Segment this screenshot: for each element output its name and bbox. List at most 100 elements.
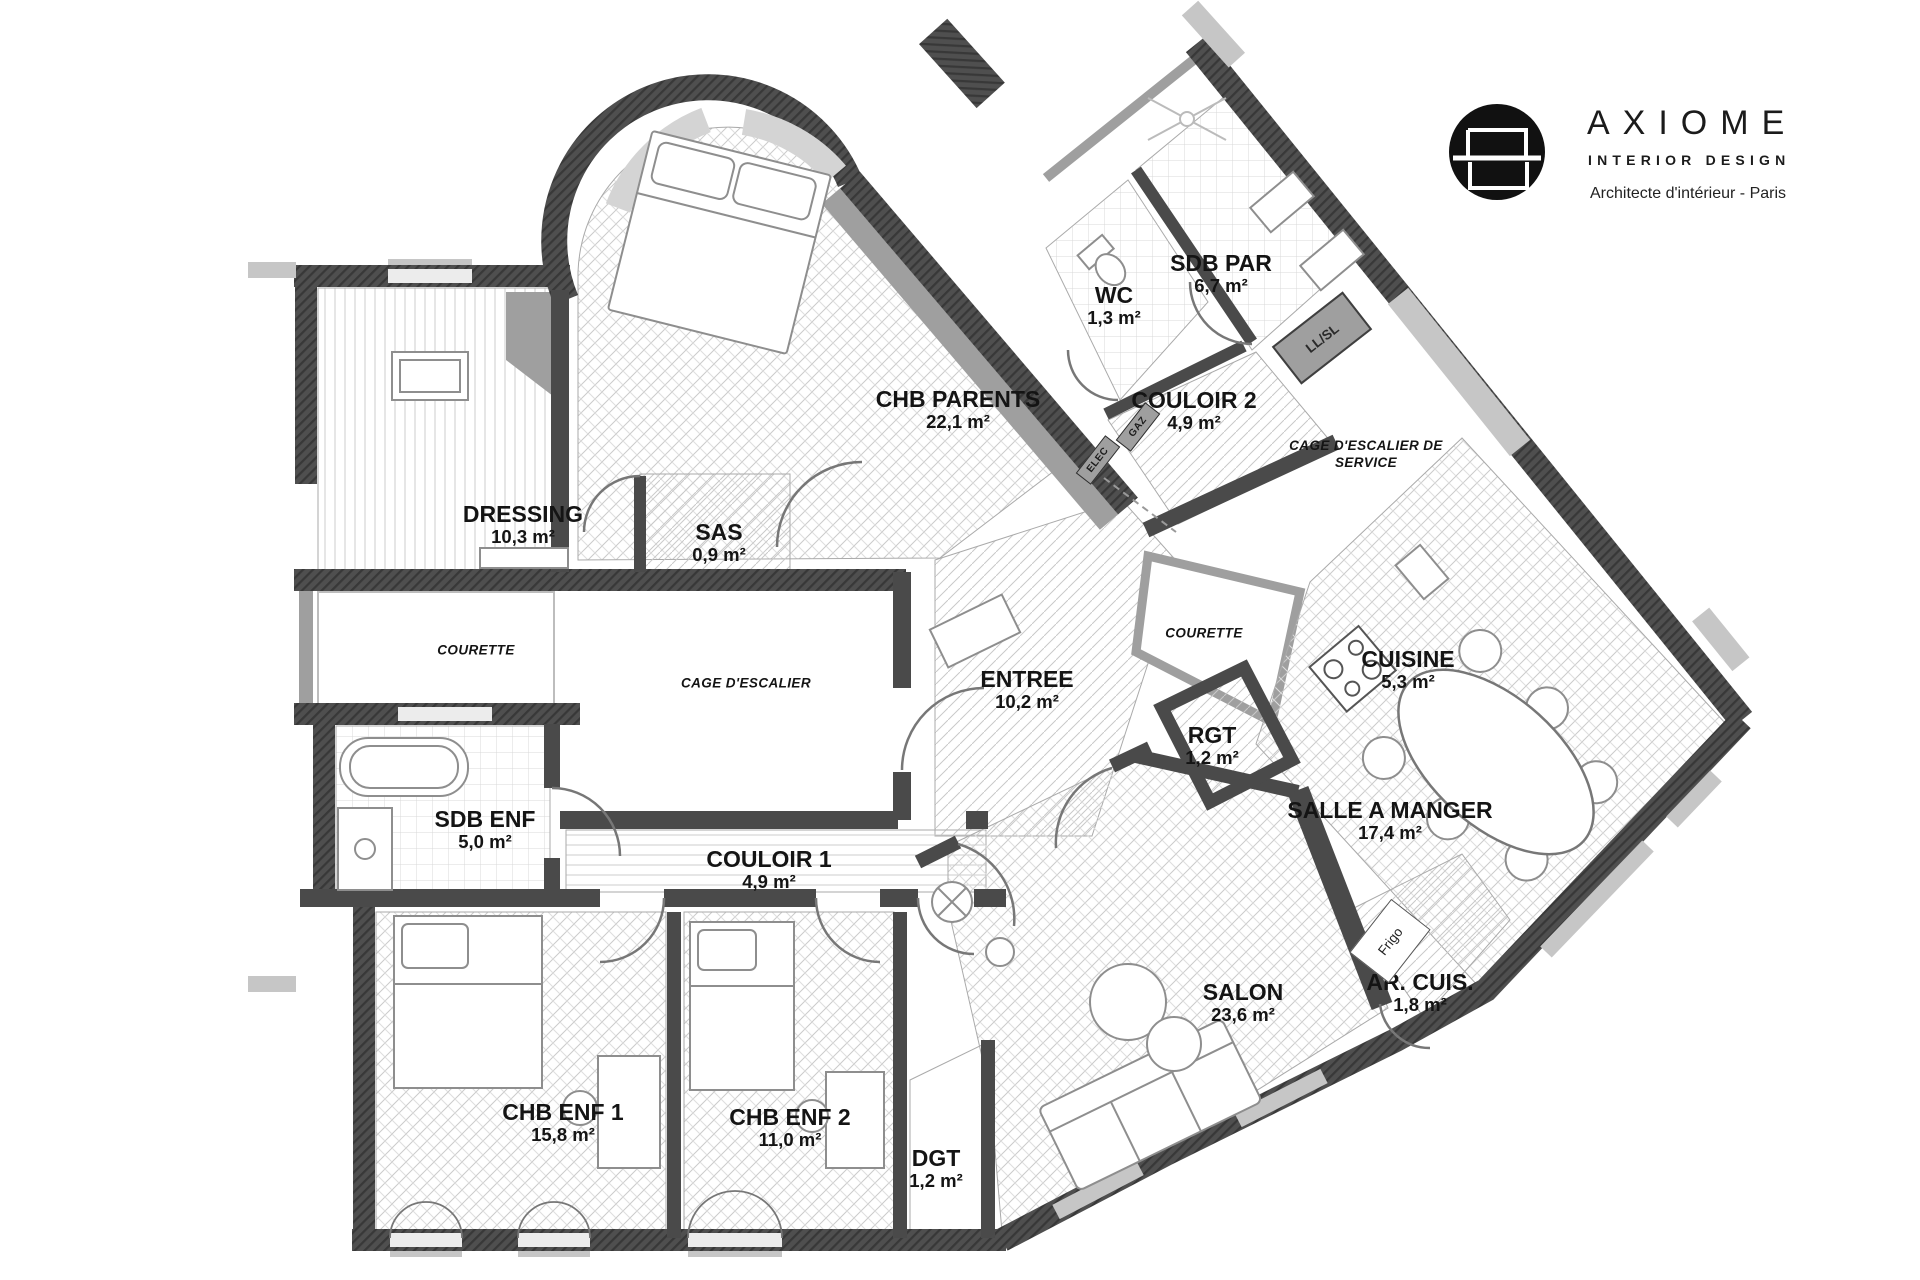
bed-chb-enf-2 <box>689 921 795 1091</box>
floors <box>317 91 1727 1233</box>
bed-parents <box>607 130 832 355</box>
sofa-salon <box>1039 1019 1262 1190</box>
door-arc-chb-parents <box>775 460 863 548</box>
door-arc-sdb-par <box>1188 281 1253 346</box>
door-arc-chb1 <box>599 897 666 964</box>
threshold-dashed <box>1103 477 1177 533</box>
room-name: DGT <box>911 1144 961 1171</box>
room-area: 1,2 m² <box>1185 746 1239 768</box>
brand-name: AXIOME <box>1587 104 1798 142</box>
rgt-walls <box>1153 659 1301 811</box>
windows <box>248 0 1750 1257</box>
room-name: CHB ENF 1 <box>502 1098 624 1125</box>
interior-walls-b <box>667 741 1300 1238</box>
sill-west-bottom <box>248 976 296 992</box>
stove-cuisine <box>1308 624 1398 713</box>
wing-window-wall <box>1042 46 1210 182</box>
room-area: 0,9 m² <box>692 543 746 565</box>
door-arc-salon-1 <box>957 842 1016 927</box>
door-arc-salon-2 <box>1054 766 1113 849</box>
floor-ar-cuis <box>1349 853 1511 1019</box>
furniture <box>337 97 1619 1190</box>
bed-chb-enf-1 <box>393 915 543 1089</box>
window-sills <box>388 259 782 1257</box>
desk-chb-enf-1 <box>597 1055 661 1169</box>
chair-chb-enf-1 <box>562 1090 598 1126</box>
chair-chb-enf-2 <box>795 1099 829 1133</box>
room-area: 22,1 m² <box>926 410 990 432</box>
door-arc-sas <box>582 474 641 533</box>
brand-subtitle: Architecte d'intérieur - Paris <box>1590 185 1787 202</box>
door-arc-ar-cuis <box>1378 1003 1431 1050</box>
logo-circle-icon <box>1449 104 1545 200</box>
window-openings <box>388 269 782 1247</box>
plant-salon <box>931 881 973 923</box>
window-band-northeast <box>1387 287 1531 457</box>
room-area: 4,9 m² <box>1167 411 1221 433</box>
room-area: 1,3 m² <box>1087 306 1141 328</box>
sill-north-wing <box>1181 0 1246 68</box>
vanity-sdb-par-1 <box>1248 170 1316 234</box>
room-name: CUISINE <box>1361 645 1455 672</box>
basin-sdb-enf <box>354 838 376 860</box>
pouf-large <box>1089 963 1167 1041</box>
room-name: CHB PARENTS <box>875 385 1041 412</box>
room-name: COULOIR 1 <box>706 845 832 872</box>
windows-southeast <box>1052 770 1722 1220</box>
toilet-wc <box>1076 233 1127 287</box>
floor-sas <box>639 473 791 571</box>
room-area: 4,9 m² <box>742 870 796 892</box>
room-area: 10,3 m² <box>491 525 555 547</box>
wall-diagonal-central <box>840 171 1138 515</box>
floor-wc <box>1045 179 1209 401</box>
interior-walls-d <box>634 166 1257 572</box>
door-swings <box>389 281 1431 1239</box>
sill-east-tip <box>1692 607 1750 672</box>
room-name: RGT <box>1187 721 1237 748</box>
gray-band-diagonal <box>821 188 1119 530</box>
dressing-unit-inner <box>399 359 461 393</box>
room-area: 23,6 m² <box>1211 1003 1275 1025</box>
wall-salon-arcuis <box>1287 786 1393 1010</box>
dining-table-set <box>1361 628 1619 882</box>
pouf-small <box>1146 1016 1202 1072</box>
console-entree <box>928 593 1022 669</box>
interior-walls-c <box>544 434 1340 898</box>
casement-window-arcs <box>389 1190 783 1239</box>
floor-courette-left <box>317 591 555 709</box>
brand-tagline: INTERIOR DESIGN <box>1588 152 1791 168</box>
room-area: 6,7 m² <box>1194 274 1248 296</box>
zone-label-courette-right: COURETTE <box>1165 625 1243 641</box>
vanity-sdb-par-2 <box>1298 228 1366 292</box>
room-name: DRESSING <box>462 500 584 527</box>
room-area: 5,3 m² <box>1381 670 1435 692</box>
door-arc-entrance <box>900 686 985 771</box>
logo-bracket-top-icon <box>1466 128 1528 156</box>
desk-chb-enf-2 <box>825 1071 885 1169</box>
walls <box>294 18 1753 1251</box>
zone-label-cage-escalier: CAGE D'ESCALIER <box>681 675 811 691</box>
room-area: 1,2 m² <box>909 1169 963 1191</box>
bay-curved-wall <box>541 74 862 305</box>
room-name: SDB PAR <box>1170 249 1272 276</box>
room-name: SALLE A MANGER <box>1287 796 1493 823</box>
zone-label-courette-left: COURETTE <box>437 642 515 658</box>
room-area: 15,8 m² <box>531 1123 595 1145</box>
radiator-dressing <box>479 547 569 569</box>
room-name: SDB ENF <box>434 805 536 832</box>
floor-dgt <box>909 1041 989 1231</box>
sill-west-top <box>248 262 296 278</box>
